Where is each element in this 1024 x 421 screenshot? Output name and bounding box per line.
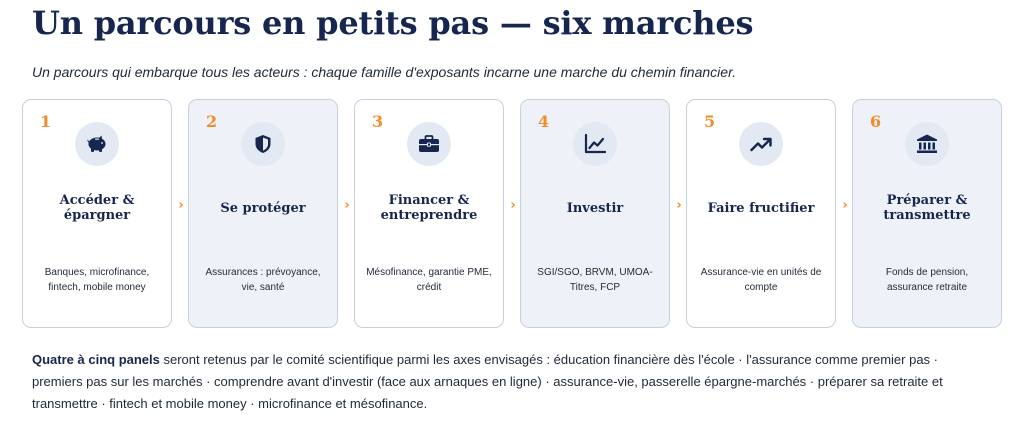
briefcase-icon (407, 122, 451, 166)
piggy-bank-icon (75, 122, 119, 166)
trending-up-icon (739, 122, 783, 166)
step-label: Financer & entreprendre (380, 193, 478, 223)
step-card-1: 1 Accéder & épargner Banques, microfinan… (22, 99, 172, 328)
chevron-right-icon: › (676, 198, 682, 213)
chevron-right-icon: › (344, 198, 350, 213)
chevron-right-icon: › (178, 198, 184, 213)
step-label: Préparer & transmettre (883, 193, 971, 223)
panels-highlight: Quatre à cinq panels (32, 352, 160, 367)
step-label: Investir (566, 200, 624, 216)
step-card-6: 6 Préparer & transmettre Fonds de pensio… (852, 99, 1002, 328)
line-chart-icon (573, 122, 617, 166)
step-number: 4 (538, 112, 550, 131)
step-description: Mésofinance, garantie PME, crédit (366, 267, 492, 293)
step-number: 6 (870, 112, 882, 131)
step-card-5: 5 Faire fructifier Assurance-vie en unit… (686, 99, 836, 328)
bank-icon (905, 122, 949, 166)
step-description: Assurance-vie en unités de compte (700, 267, 822, 293)
page-title: Un parcours en petits pas — six marches (32, 4, 754, 42)
step-number: 1 (40, 112, 52, 131)
step-label: Accéder & épargner (59, 193, 135, 223)
step-card-2: 2 Se protéger Assurances : prévoyance, v… (188, 99, 338, 328)
panels-paragraph: Quatre à cinq panels seront retenus par … (32, 349, 992, 415)
step-label: Faire fructifier (707, 200, 815, 216)
step-description: Assurances : prévoyance, vie, santé (205, 267, 321, 293)
page-subtitle: Un parcours qui embarque tous les acteur… (32, 64, 737, 80)
panels-text: seront retenus par le comité scientifiqu… (32, 352, 943, 411)
steps-row: 1 Accéder & épargner Banques, microfinan… (22, 99, 1002, 330)
step-number: 5 (704, 112, 716, 131)
shield-icon (241, 122, 285, 166)
step-card-3: 3 Financer & entreprendre Mésofinance, g… (354, 99, 504, 328)
chevron-right-icon: › (842, 198, 848, 213)
step-card-4: 4 Investir SGI/SGO, BRVM, UMOA-Titres, F… (520, 99, 670, 328)
step-description: Fonds de pension, assurance retraite (885, 267, 969, 293)
step-label: Se protéger (220, 200, 306, 216)
step-number: 3 (372, 112, 384, 131)
step-description: Banques, microfinance, fintech, mobile m… (44, 267, 150, 293)
chevron-right-icon: › (510, 198, 516, 213)
step-number: 2 (206, 112, 218, 131)
step-description: SGI/SGO, BRVM, UMOA-Titres, FCP (537, 267, 653, 293)
